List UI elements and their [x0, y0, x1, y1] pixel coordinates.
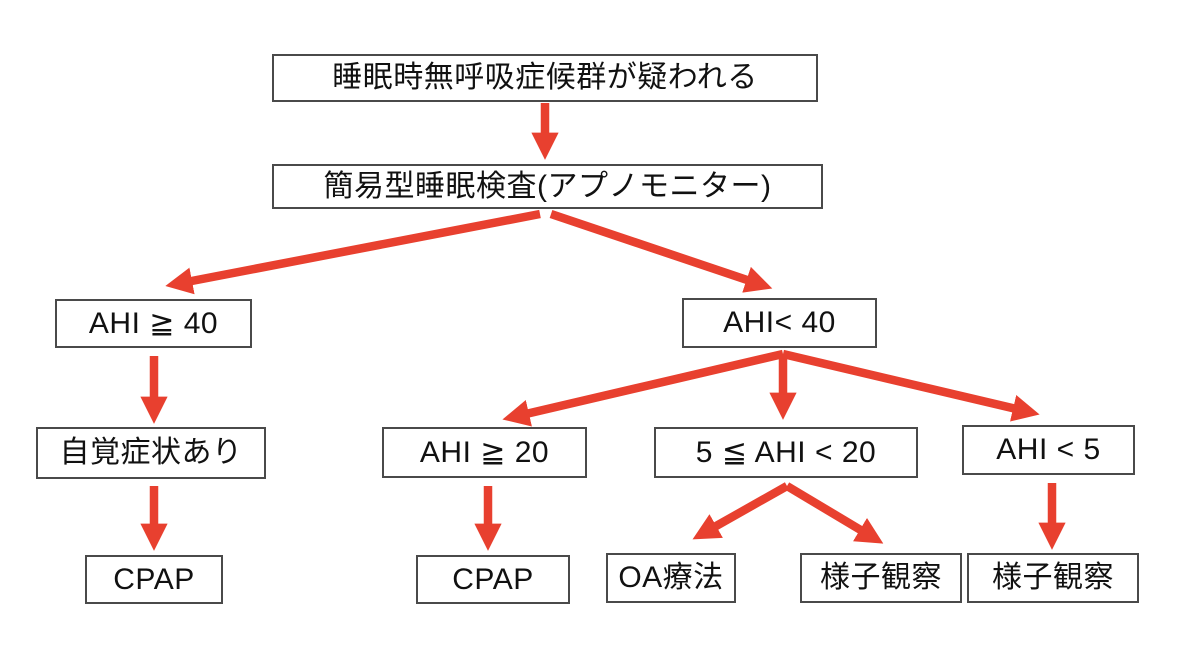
node-screening: 簡易型睡眠検査(アプノモニター) [272, 164, 823, 209]
node-oa-therapy: OA療法 [606, 553, 736, 603]
arrow-ahi-5-20-to-oa-therapy [692, 482, 790, 540]
node-ahi-ge-20: AHI ≧ 20 [382, 427, 587, 478]
node-ahi-lt-40: AHI< 40 [682, 298, 877, 348]
node-ahi-5-20: 5 ≦ AHI < 20 [654, 427, 918, 478]
node-ahi-ge-40: AHI ≧ 40 [55, 299, 252, 348]
arrow-screening-to-ahi-ge-40 [165, 209, 541, 295]
node-cpap-left: CPAP [85, 555, 223, 604]
node-ahi-lt-5: AHI < 5 [962, 425, 1135, 475]
arrow-screening-to-ahi-lt-40 [549, 209, 773, 293]
node-symptoms: 自覚症状あり [36, 427, 266, 479]
node-obs-mid: 様子観察 [800, 553, 962, 603]
node-obs-right: 様子観察 [967, 553, 1139, 603]
arrow-ahi-lt-40-to-ahi-ge-20 [502, 349, 784, 427]
node-cpap-mid: CPAP [416, 555, 570, 604]
arrow-ahi-lt-40-to-ahi-lt-5 [782, 349, 1040, 422]
node-suspected: 睡眠時無呼吸症候群が疑われる [272, 54, 818, 102]
arrow-ahi-5-20-to-obs-mid [784, 482, 884, 544]
